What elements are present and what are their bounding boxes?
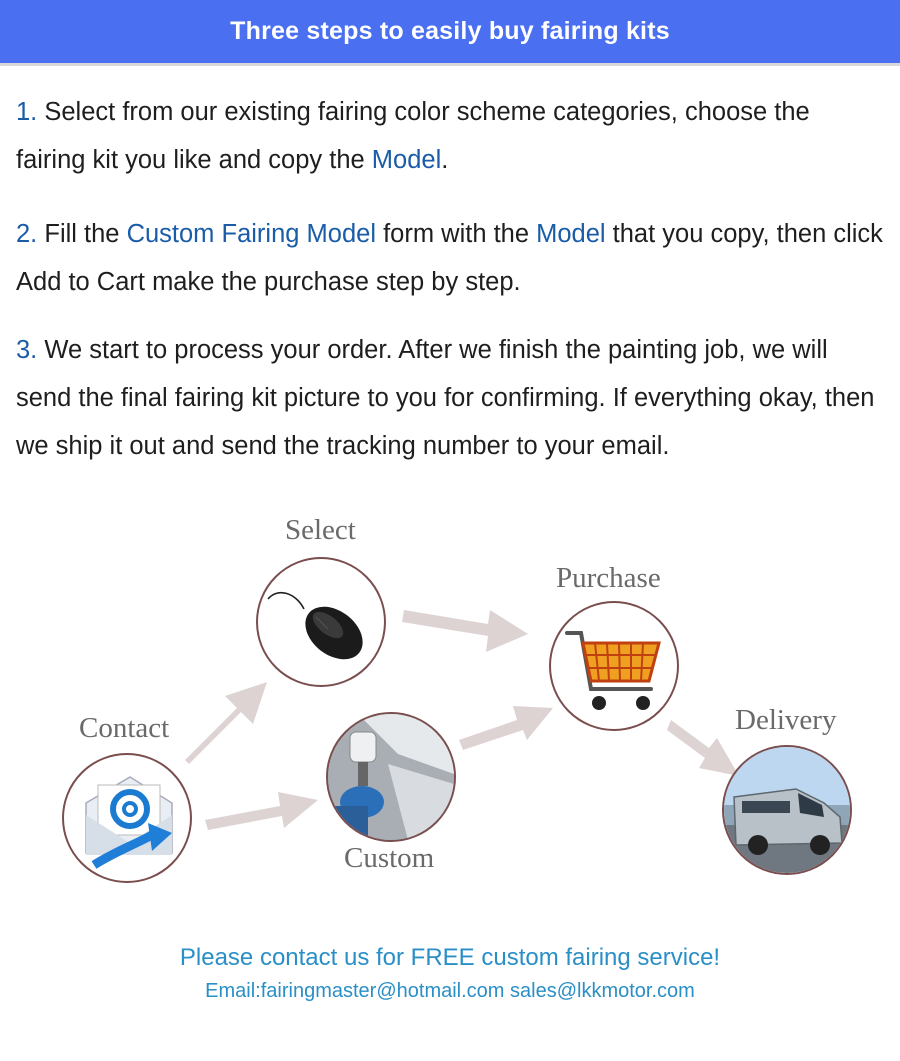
arrow-contact-to-custom xyxy=(205,792,318,830)
step-1: 1. Select from our existing fairing colo… xyxy=(16,88,886,184)
header-banner: Three steps to easily buy fairing kits xyxy=(0,0,900,66)
step-1-end: . xyxy=(441,146,449,174)
step-1-text: Select from our existing fairing color s… xyxy=(16,98,810,174)
delivery-circle xyxy=(722,745,852,875)
select-circle xyxy=(256,557,386,687)
step-2-text-b: form with the xyxy=(375,220,537,248)
arrow-select-to-purchase xyxy=(402,610,528,652)
select-label: Select xyxy=(285,514,356,546)
mouse-icon xyxy=(267,591,363,660)
step-3-number: 3. xyxy=(16,336,38,364)
step-2: 2. Fill the Custom Fairing Model form wi… xyxy=(16,210,886,306)
step-2-custom-fairing-model-highlight: Custom Fairing Model xyxy=(126,220,376,248)
arrow-contact-to-select xyxy=(185,682,267,764)
step-1-number: 1. xyxy=(16,98,38,126)
header-title: Three steps to easily buy fairing kits xyxy=(230,17,670,45)
footer-cta: Please contact us for FREE custom fairin… xyxy=(179,944,721,971)
purchase-circle xyxy=(549,601,679,731)
custom-circle xyxy=(326,712,456,842)
step-2-text-c: that you copy, then click Add to Cart ma… xyxy=(16,220,883,296)
purchase-label: Purchase xyxy=(556,562,661,594)
step-2-number: 2. xyxy=(16,220,38,248)
spray-painting-icon xyxy=(328,714,454,840)
delivery-label: Delivery xyxy=(735,704,837,736)
delivery-van-icon xyxy=(724,747,850,873)
arrow-custom-to-purchase xyxy=(459,706,553,750)
step-1-model-highlight: Model xyxy=(371,146,442,174)
email-icon xyxy=(85,776,173,869)
contact-label: Contact xyxy=(79,712,170,744)
shopping-cart-icon xyxy=(565,631,661,710)
step-3: 3. We start to process your order. After… xyxy=(16,326,886,470)
custom-label: Custom xyxy=(344,842,435,874)
step-3-text: We start to process your order. After we… xyxy=(16,336,875,460)
arrow-purchase-to-delivery xyxy=(667,720,739,776)
step-2-model-highlight: Model xyxy=(536,220,606,248)
contact-circle xyxy=(62,753,192,883)
step-2-text-a: Fill the xyxy=(37,220,127,248)
footer-emails: Email:fairingmaster@hotmail.com sales@lk… xyxy=(205,980,695,1002)
